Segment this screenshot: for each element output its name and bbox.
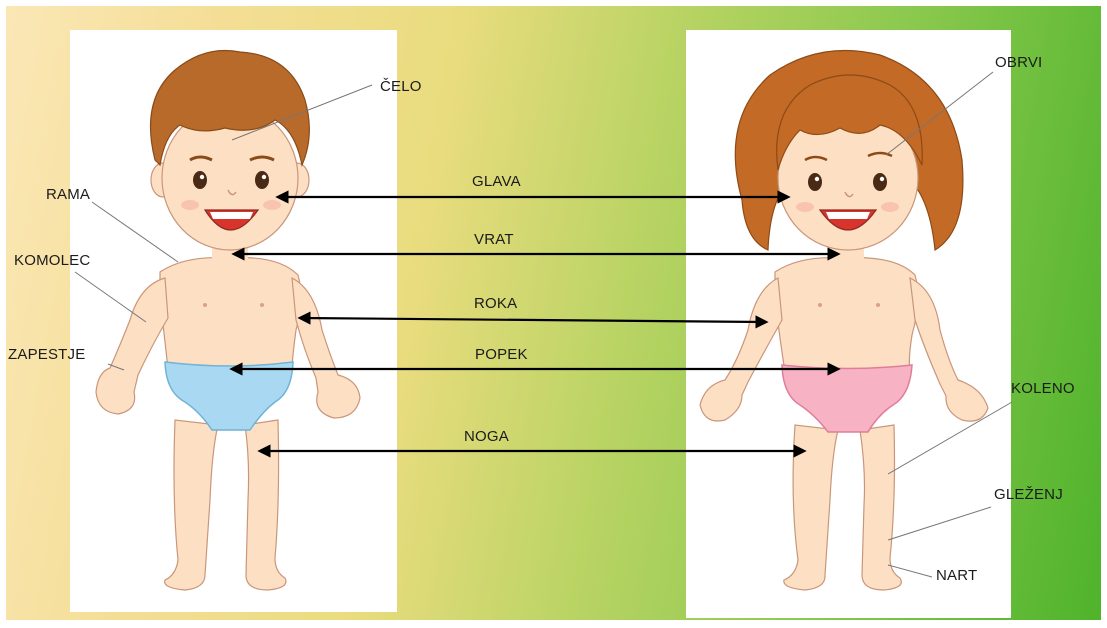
roka-arrow [300, 318, 766, 322]
girl-figure [700, 51, 988, 591]
label-nart: NART [936, 567, 977, 584]
label-komolec: KOMOLEC [14, 252, 90, 269]
label-popek: POPEK [475, 346, 528, 363]
koleno-leader [888, 402, 1012, 474]
glezenj-leader [888, 507, 991, 540]
rama-leader [92, 202, 178, 262]
label-rama: RAMA [46, 186, 90, 203]
komolec-leader [75, 272, 146, 322]
label-roka: ROKA [474, 295, 517, 312]
label-koleno: KOLENO [1011, 380, 1075, 397]
label-noga: NOGA [464, 428, 509, 445]
label-glava: GLAVA [472, 173, 521, 190]
label-zapestje: ZAPESTJE [8, 346, 85, 363]
label-vrat: VRAT [474, 231, 514, 248]
label-celo: ČELO [380, 78, 422, 95]
label-obrvi: OBRVI [995, 54, 1042, 71]
boy-figure [96, 50, 360, 590]
label-glezenj: GLEŽENJ [994, 486, 1063, 503]
